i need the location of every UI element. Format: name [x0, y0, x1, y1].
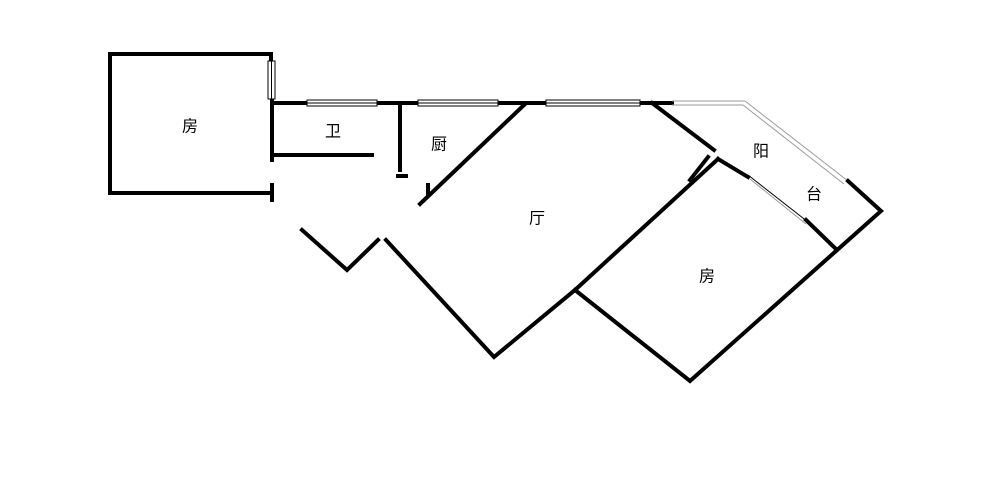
balcony-window — [672, 100, 849, 185]
balcony-label-2: 台 — [806, 185, 822, 204]
top-windows — [306, 99, 641, 107]
kitchen-label: 厨 — [431, 135, 447, 154]
interior-partitions — [270, 101, 430, 197]
living-room-label: 厅 — [529, 209, 545, 228]
bedroom-1-window — [267, 60, 276, 100]
bedroom-2-label: 房 — [699, 267, 715, 286]
bedroom-2-walls — [572, 248, 839, 384]
balcony-walls — [715, 156, 884, 254]
bedroom-2-balcony-window — [747, 174, 809, 225]
bathroom-label: 卫 — [325, 122, 341, 141]
living-room-walls — [417, 100, 721, 293]
bedroom-1-label: 房 — [182, 117, 198, 136]
balcony-label-1: 阳 — [753, 142, 769, 161]
bedroom-1-walls — [108, 52, 274, 202]
corridor-walls — [299, 227, 578, 360]
